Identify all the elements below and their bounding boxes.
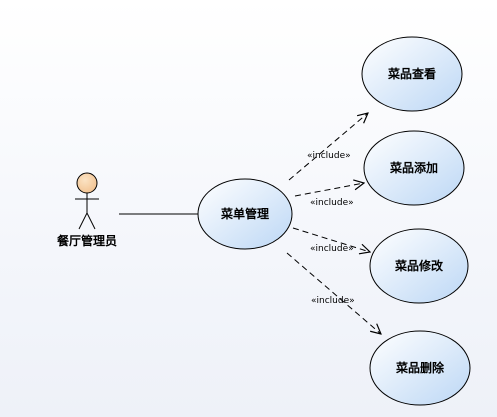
include-label-view: «include»	[307, 151, 351, 161]
usecase-dish-view-shape	[361, 36, 463, 112]
usecase-dish-edit-label: 菜品修改	[394, 258, 444, 273]
include-edge-add[interactable]	[294, 183, 364, 197]
usecase-dish-view-label: 菜品查看	[387, 66, 436, 81]
usecase-dish-add[interactable]: 菜品添加	[363, 130, 465, 206]
actor-name: 餐厅管理员	[57, 233, 117, 248]
include-edge-delete[interactable]	[286, 252, 381, 334]
usecase-dish-edit-shape	[369, 228, 469, 304]
include-edge-view[interactable]	[288, 113, 368, 181]
usecase-dish-delete-label: 菜品删除	[395, 360, 445, 375]
actor-left-leg	[78, 212, 88, 230]
include-label-delete: «include»	[311, 296, 355, 306]
actor-head	[76, 172, 98, 194]
include-label-add: «include»	[310, 198, 354, 208]
actor-restaurant-manager[interactable]: 餐厅管理员	[57, 172, 117, 248]
actor-right-leg	[86, 212, 96, 230]
usecase-dish-delete[interactable]: 菜品删除	[369, 330, 471, 406]
usecase-dish-delete-shape	[369, 330, 471, 406]
usecase-dish-edit[interactable]: 菜品修改	[369, 228, 469, 304]
usecase-dish-view[interactable]: 菜品查看	[361, 36, 463, 112]
include-edge-edit[interactable]	[292, 227, 370, 252]
usecase-menu-management[interactable]: 菜单管理	[197, 178, 293, 250]
include-relations	[286, 113, 381, 334]
usecase-dish-add-label: 菜品添加	[389, 160, 438, 175]
usecase-dish-add-shape	[363, 130, 465, 206]
include-label-edit: «include»	[310, 244, 354, 254]
usecase-menu-management-label: 菜单管理	[220, 206, 269, 221]
usecase-menu-management-shape	[197, 178, 293, 250]
